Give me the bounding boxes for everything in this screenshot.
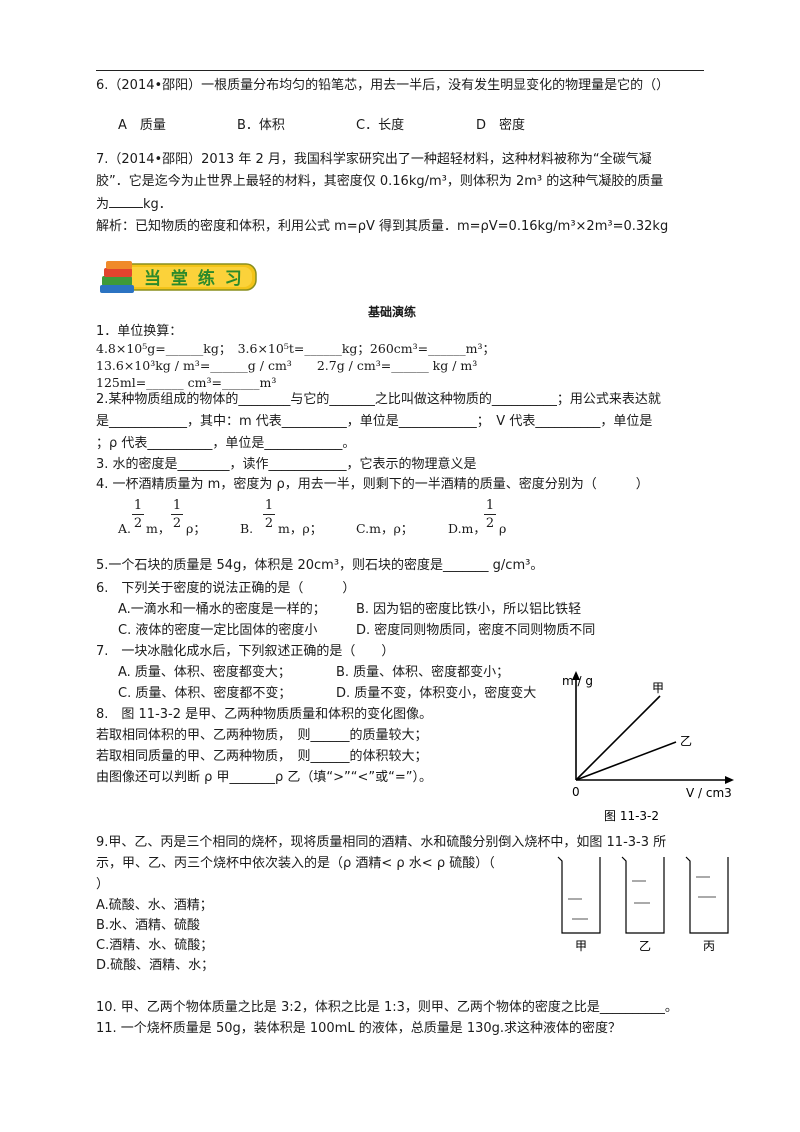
p9-option-c: C.酒精、水、硫酸； [96,938,214,953]
p8-line1: 8. 图 11-3-2 是甲、乙两种物质质量和体积的变化图像。 [96,707,433,722]
beaker-a-icon [557,856,601,934]
p10-text: 10. 甲、乙两个物体质量之比是 3:2，体积之比是 1:3，则甲、乙两个物体的… [96,1000,678,1015]
beaker-a-label: 甲 [575,939,587,953]
y-axis-arrow-icon [572,671,580,680]
q6-option-a: A 质量 [118,118,166,133]
p9-line1: 9.甲、乙、丙是三个相同的烧杯，现将质量相同的酒精、水和硫酸分别倒入烧杯中，如图… [96,835,667,850]
p7-stem: 7. 一块冰融化成水后，下列叙述正确的是（ ） [96,644,395,659]
beaker-b-icon [621,856,665,934]
q6-option-d: D 密度 [476,118,526,133]
p4-option-c: C.m，ρ； [356,521,414,536]
beaker-b-label: 乙 [639,939,651,953]
graph-caption: 图 11-3-2 [604,809,659,823]
beakers-figure: 甲 乙 丙 [557,856,729,953]
line-a [575,695,661,781]
p6-option-c: C. 液体的密度一定比固体的密度小 [118,623,318,638]
p8-line3: 若取相同质量的甲、乙两种物质， 则______的体积较大； [96,749,428,764]
p2-line3: ；ρ 代表__________，单位是____________。 [96,436,356,451]
origin-label: 0 [572,785,580,799]
q7-line1: 7.（2014•邵阳）2013 年 2 月，我国科学家研究出了一种超轻材料，这种… [96,152,652,167]
p9-option-b: B.水、酒精、硫酸 [96,918,201,933]
mass-volume-graph: m / g 甲 乙 0 V / cm3 图 11-3-2 [562,671,734,823]
p7-option-c: C. 质量、体积、密度都不变； [118,686,292,701]
practice-banner: 当 堂 练 习 [100,258,260,296]
p1-title: 1．单位换算： [96,324,183,339]
line-b-label: 乙 [680,734,692,748]
line-a-label: 甲 [652,681,664,695]
p9-line2: 示，甲、乙、丙三个烧杯中依次装入的是（ρ 酒精< ρ 水< ρ 硫酸）（ [96,856,495,871]
p9-option-d: D.硫酸、酒精、水； [96,958,215,973]
p1-line2: 13.6×10³kg / m³=______g / cm³ 2.7g / cm³… [96,358,478,373]
beaker-c-label: 丙 [703,939,715,953]
p9-line3: ） [96,877,110,892]
p4-option-d-suffix: ρ [499,521,507,536]
p6-stem: 6. 下列关于密度的说法正确的是（ ） [96,581,356,596]
p6-option-b: B. 因为铝的密度比铁小，所以铝比铁轻 [356,602,582,617]
q6-stem: 6.（2014•邵阳）一根质量分布均匀的铅笔芯，用去一半后，没有发生明显变化的物… [96,78,670,93]
p2-line1: 2.某种物质组成的物体的________与它的_______之比叫做这种物质的_… [96,392,661,407]
book-stack-icon [100,261,257,293]
x-axis-label: V / cm3 [686,786,732,800]
x-axis-arrow-icon [725,776,734,784]
q6-option-c: C．长度 [356,118,405,133]
p9-option-a: A.硫酸、水、酒精； [96,898,213,913]
y-axis-label: m / g [562,674,593,688]
p7-option-d: D. 质量不变，体积变小，密度变大 [336,686,537,701]
q6-option-b: B．体积 [237,118,285,133]
p5-text: 5.一个石块的质量是 54g，体积是 20cm³，则石块的密度是_______ … [96,558,544,573]
header-rule [96,70,704,71]
p4-option-a-prefix: A. [118,521,132,536]
q7-line2: 胶”．它是迄今为止世界上最轻的材料，其密度仅 0.16kg/m³，则体积为 2m… [96,174,664,189]
p6-option-a: A.一滴水和一桶水的密度是一样的； [118,602,326,617]
p11-text: 11. 一个烧杯质量是 50g，装体积是 100mL 的液体，总质量是 130g… [96,1021,622,1036]
beaker-c-icon [685,856,729,934]
p7-option-b: B. 质量、体积、密度都变小； [336,665,510,680]
p6-option-d: D. 密度同则物质同，密度不同则物质不同 [356,623,596,638]
p3-text: 3. 水的密度是________，读作____________，它表示的物理意义… [96,457,477,472]
line-b [575,741,677,781]
p7-option-a: A. 质量、体积、密度都变大； [118,665,291,680]
p4-option-b-prefix: B. [240,521,254,536]
p8-line4: 由图像还可以判断 ρ 甲_______ρ 乙（填“>”“<”或“=”）。 [96,770,432,785]
p2-line2: 是____________，其中：m 代表__________，单位是_____… [96,414,653,429]
section-title: 基础演练 [368,305,417,319]
q7-analysis: 解析：已知物质的密度和体积，利用公式 m=ρV 得到其质量．m=ρV=0.16k… [96,219,669,234]
p4-option-b-suffix: m，ρ； [278,521,323,536]
banner-label: 当 堂 练 习 [144,269,244,289]
p8-line2: 若取相同体积的甲、乙两种物质， 则______的质量较大； [96,728,428,743]
p4-option-a-mass: m， [146,521,171,536]
p4-option-a-density: ρ； [186,521,206,536]
p1-line3: 125ml=______ cm³=______m³ [96,375,277,390]
p1-line1: 4.8×10⁵g=______kg； 3.6×10⁵t=______kg；260… [96,341,495,356]
p4-stem: 4. 一杯酒精质量为 m，密度为 ρ，用去一半，则剩下的一半酒精的质量、密度分别… [96,477,649,492]
p4-option-d-prefix: D.m， [448,521,486,536]
